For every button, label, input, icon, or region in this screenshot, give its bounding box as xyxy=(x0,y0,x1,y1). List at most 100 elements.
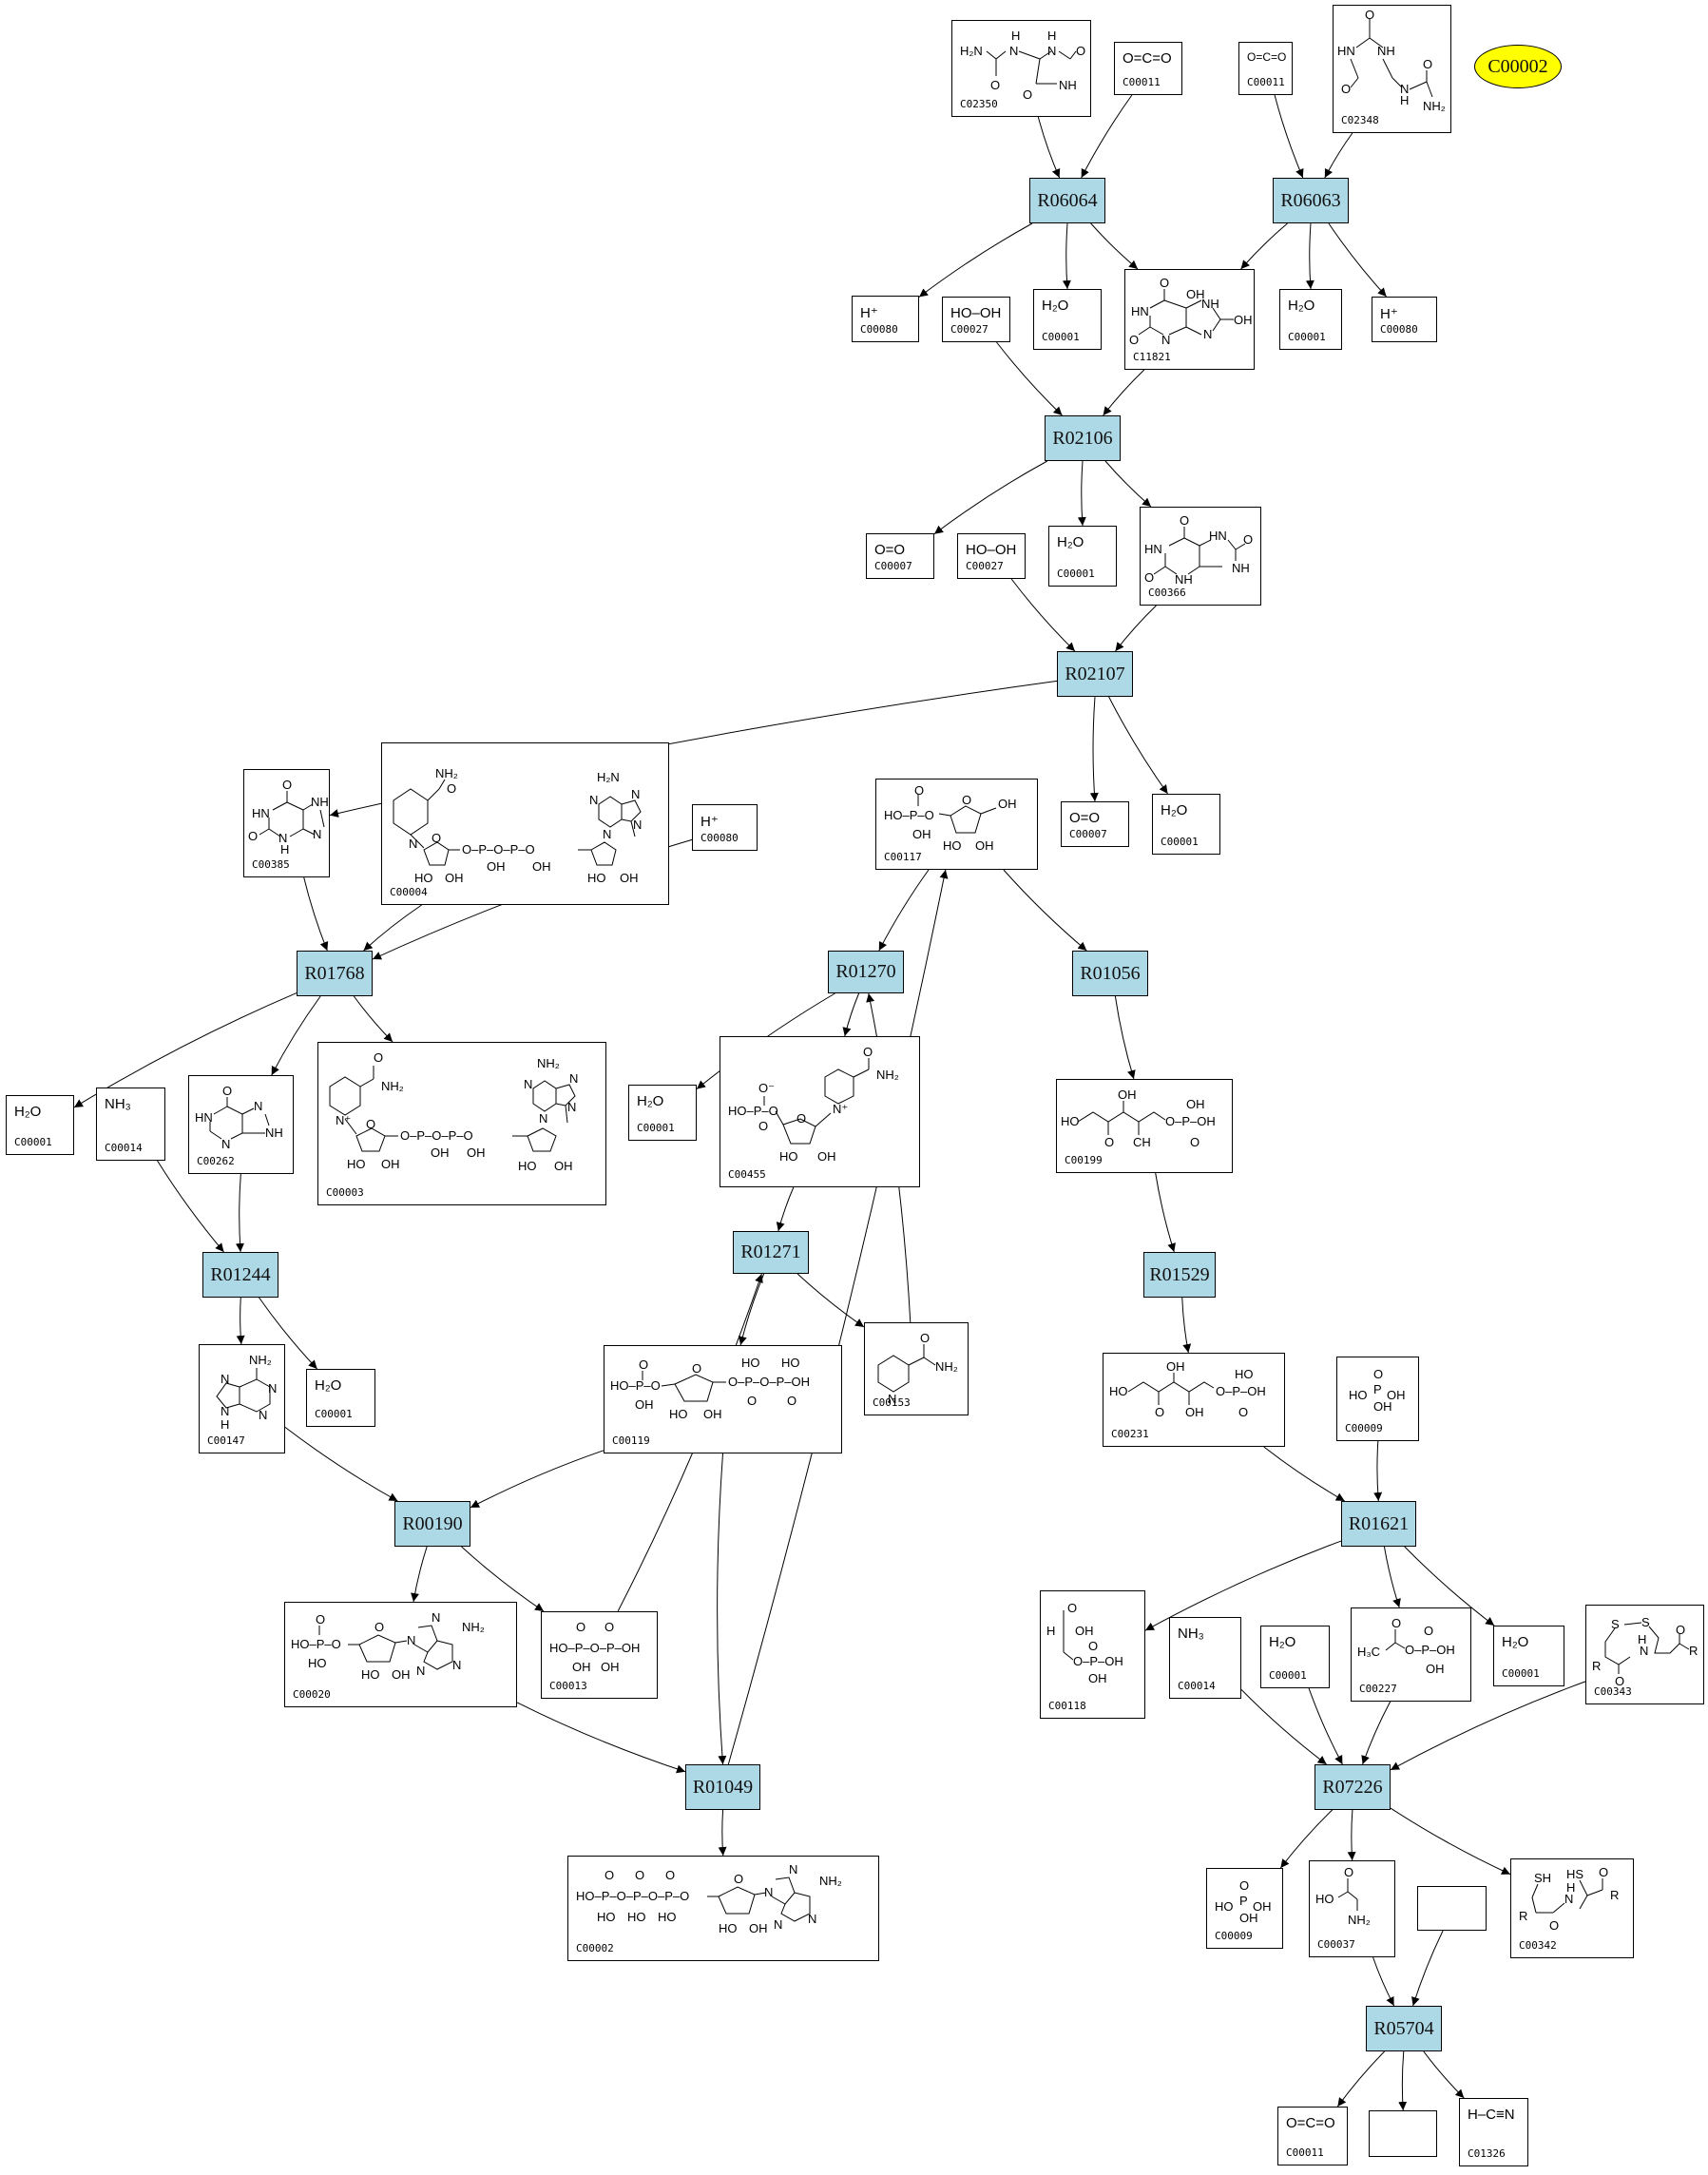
reaction-node-r01768[interactable]: R01768 xyxy=(297,951,373,996)
compound-node-c00366[interactable]: O HN HN O NH O NH C00366 xyxy=(1140,507,1261,606)
compound-node-c00027[interactable]: HO–OH C00027 xyxy=(942,297,1010,342)
compound-node-c00001[interactable]: H₂O C00001 xyxy=(1048,526,1117,587)
molecule-structure-icon: NH₂ N N N N H xyxy=(216,1353,277,1432)
compound-node-c00001[interactable]: H₂O C00001 xyxy=(6,1095,74,1155)
reaction-node-r01244[interactable]: R01244 xyxy=(202,1252,278,1298)
molecule-structure-icon: O HO P OH OH xyxy=(1349,1367,1406,1414)
svg-text:HO: HO xyxy=(587,871,606,885)
reaction-node-r01529[interactable]: R01529 xyxy=(1143,1252,1216,1298)
edge-arrow-c00004-to-r01768 xyxy=(363,904,422,952)
compound-node-c00117[interactable]: O HO–P–O OH O OH HO OH C00117 xyxy=(875,779,1038,870)
compound-node-c00013[interactable]: O O HO–P–O–P–OH OH OH C00013 xyxy=(541,1611,658,1699)
compound-node-c00014[interactable]: NH₃ C00014 xyxy=(96,1088,165,1161)
edge-arrow-c00009a-to-r01621 xyxy=(1373,1440,1383,1502)
svg-text:O: O xyxy=(432,831,441,845)
compound-node-c01326[interactable]: H–C≡N C01326 xyxy=(1459,2098,1528,2166)
svg-text:O: O xyxy=(1423,57,1432,71)
compound-node-c00080[interactable]: H⁺ C00080 xyxy=(852,296,919,342)
reaction-node-r02106[interactable]: R02106 xyxy=(1045,415,1121,461)
compound-node-c00007[interactable]: O=O C00007 xyxy=(866,533,934,579)
svg-text:O: O xyxy=(1144,570,1154,585)
compound-node-c00004[interactable]: NH₂ O N O O–P–O–P–O OH OH HO OH H₂N N N … xyxy=(381,742,669,905)
edge-arrow-r06064-to-c00080a xyxy=(918,222,1033,298)
reaction-node-r01049[interactable]: R01049 xyxy=(685,1764,760,1810)
reaction-node-r01056[interactable]: R01056 xyxy=(1072,951,1148,996)
svg-text:H: H xyxy=(1400,93,1409,107)
molecule-structure-icon: S S H N O R R O xyxy=(1592,1615,1698,1688)
edge-arrow-c00262-to-r01244 xyxy=(235,1173,244,1253)
svg-text:O: O xyxy=(1424,1624,1433,1638)
svg-text:N: N xyxy=(259,1408,267,1422)
reaction-node-r02107[interactable]: R02107 xyxy=(1057,651,1133,697)
compound-id-label: C00001 xyxy=(315,1408,353,1420)
reaction-node-r06063[interactable]: R06063 xyxy=(1273,178,1349,223)
reaction-node-r05704[interactable]: R05704 xyxy=(1366,2006,1442,2051)
compound-node-c00001[interactable]: H₂O C00001 xyxy=(1033,289,1102,350)
molecule-structure-icon: O HO P OH OH xyxy=(1215,1878,1272,1925)
reaction-node-r00190[interactable]: R00190 xyxy=(394,1501,470,1547)
edge-arrow-c02350-to-r06064 xyxy=(1037,116,1061,179)
molecule-structure-icon: O H OH O O–P–OH OH xyxy=(1046,1601,1123,1685)
compound-node-c00014[interactable]: NH₃ C00014 xyxy=(1169,1617,1241,1699)
compound-node-c00342[interactable]: SH HS H N O R R O C00342 xyxy=(1510,1858,1634,1958)
svg-text:HO: HO xyxy=(719,1921,738,1935)
compound-node-c00227[interactable]: O O H₃C O–P–OH OH C00227 xyxy=(1351,1607,1471,1702)
compound-node-c00080[interactable]: H⁺ C00080 xyxy=(1372,297,1437,342)
svg-text:O: O xyxy=(920,1331,930,1345)
compound-node-c00118[interactable]: O H OH O O–P–OH OH C00118 xyxy=(1040,1590,1145,1719)
svg-text:N: N xyxy=(254,1099,262,1113)
compound-node-c00199[interactable]: OH HO O CH OH O–P–OH O C00199 xyxy=(1056,1079,1233,1173)
compound-id-label: C00001 xyxy=(1057,568,1095,580)
reaction-node-r01270[interactable]: R01270 xyxy=(828,951,904,993)
compound-node-c00001[interactable]: H₂O C00001 xyxy=(306,1369,375,1427)
reaction-node-r06064[interactable]: R06064 xyxy=(1029,178,1105,223)
compound-node-c00011[interactable]: O=C=O C00011 xyxy=(1114,42,1182,95)
svg-text:H₃C: H₃C xyxy=(1357,1645,1380,1659)
compound-id-label: C00001 xyxy=(1502,1667,1540,1680)
compound-node-c00455[interactable]: O⁻ HO–P–O O O NH₂ N⁺ O HO OH C00455 xyxy=(720,1036,920,1187)
compound-node-c00001[interactable]: H₂O C00001 xyxy=(1279,289,1342,350)
compound-node-c00011[interactable]: O=C=O C00011 xyxy=(1277,2107,1348,2165)
compound-node-empty[interactable] xyxy=(1369,2110,1437,2157)
compound-formula: H₂O xyxy=(315,1377,342,1394)
compound-node-c02348[interactable]: O HN NH O N H O NH₂ C02348 xyxy=(1333,5,1451,133)
compound-node-c00385[interactable]: O HN NH O N H N C00385 xyxy=(243,769,330,877)
compound-node-c00011[interactable]: O=C=O C00011 xyxy=(1238,42,1293,95)
svg-text:O: O xyxy=(1391,1616,1401,1630)
compound-node-c00020[interactable]: O HO–P–O HO O N N NH₂ HO OH N N C00020 xyxy=(284,1602,517,1707)
svg-text:N: N xyxy=(313,827,321,841)
compound-node-c00003[interactable]: O NH₂ N⁺ O O–P–O–P–O OH OH HO OH NH₂ N N… xyxy=(317,1042,606,1205)
compound-node-c00001[interactable]: H₂O C00001 xyxy=(1260,1626,1330,1688)
compound-node-c00262[interactable]: O HN N NH N C00262 xyxy=(188,1075,294,1174)
reaction-node-r07226[interactable]: R07226 xyxy=(1315,1764,1391,1810)
compound-node-c00007[interactable]: O=O C00007 xyxy=(1061,801,1129,847)
compound-node-c00147[interactable]: NH₂ N N N N H C00147 xyxy=(199,1344,285,1453)
compound-node-c00009[interactable]: O HO P OH OH C00009 xyxy=(1336,1357,1419,1441)
reaction-node-r01621[interactable]: R01621 xyxy=(1341,1501,1416,1547)
reaction-node-r01271[interactable]: R01271 xyxy=(733,1231,809,1274)
svg-text:O: O xyxy=(222,1084,232,1098)
compound-id-label: C00001 xyxy=(1161,836,1199,848)
compound-node-c00153[interactable]: O NH₂ N C00153 xyxy=(864,1322,969,1415)
compound-node-c00009[interactable]: O HO P OH OH C00009 xyxy=(1206,1868,1283,1949)
compound-node-c00001[interactable]: H₂O C00001 xyxy=(1152,794,1220,855)
svg-text:HO: HO xyxy=(627,1910,646,1924)
compound-node-c00037[interactable]: O HO NH₂ C00037 xyxy=(1309,1860,1395,1957)
compound-node-c00001[interactable]: H₂O C00001 xyxy=(1493,1626,1564,1686)
compound-node-c00343[interactable]: S S H N O R R O C00343 xyxy=(1585,1605,1704,1704)
svg-text:N: N xyxy=(407,1633,415,1647)
compound-node-c02350[interactable]: H₂N N H H N O O NH O C02350 xyxy=(951,20,1091,117)
compound-node-c00231[interactable]: OH HO O OH HO O–P–OH O C00231 xyxy=(1103,1353,1285,1447)
edge-arrow-r01271-to-c00153 xyxy=(796,1273,865,1328)
compound-node-c11821[interactable]: O OH HN NH OH O N N C11821 xyxy=(1124,269,1255,370)
compound-id-label: C00118 xyxy=(1048,1700,1086,1712)
compound-node-c00080[interactable]: H⁺ C00080 xyxy=(692,804,758,851)
compound-node-empty[interactable] xyxy=(1417,1886,1487,1931)
compound-node-c00002[interactable]: O O O HO–P–O–P–O–P–O HO HO HO O N N NH₂ … xyxy=(567,1856,879,1961)
svg-text:HO: HO xyxy=(943,838,962,853)
highlight-compound-ellipse[interactable]: C00002 xyxy=(1474,45,1562,88)
compound-node-c00119[interactable]: O HO–P–O OH O HO OH HO HO O–P–O–P–OH O O… xyxy=(604,1345,842,1453)
compound-node-c00001[interactable]: H₂O C00001 xyxy=(628,1085,697,1141)
svg-text:O: O xyxy=(1160,276,1169,290)
compound-node-c00027[interactable]: HO–OH C00027 xyxy=(957,533,1026,579)
